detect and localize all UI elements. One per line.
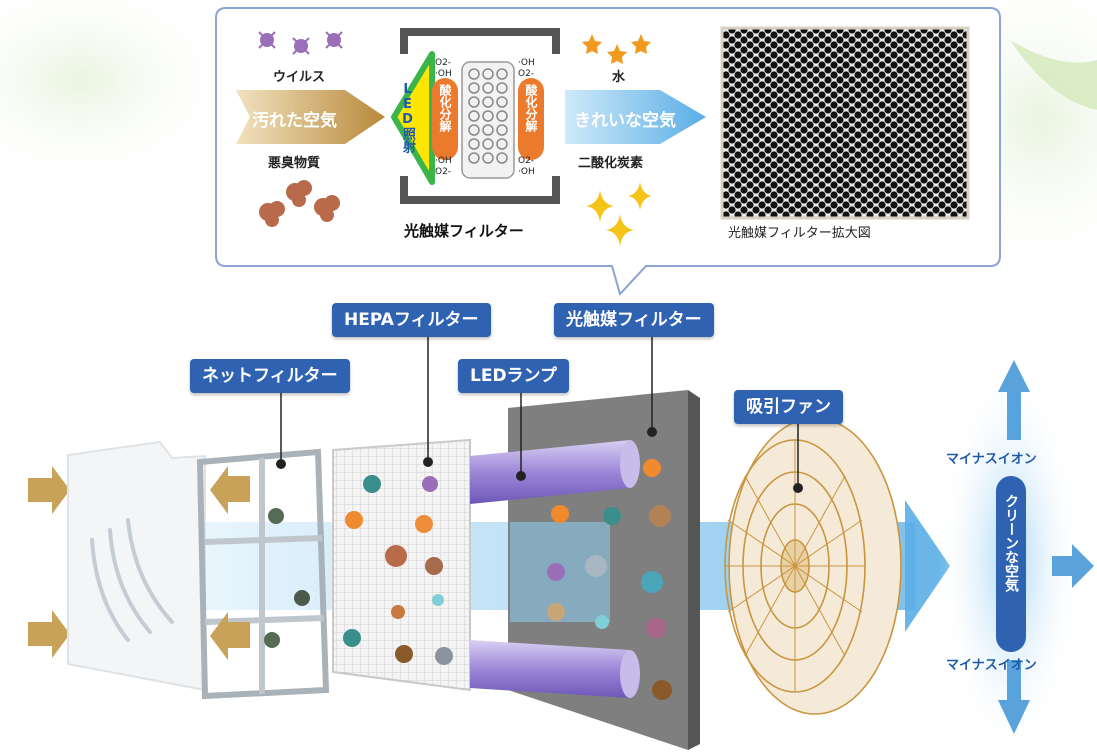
virus-label: ウイルス (273, 70, 326, 85)
virus-icons (258, 31, 343, 55)
radical-oh-bottom-right: ·OH (518, 167, 535, 177)
led-lamp-top (470, 440, 640, 504)
intake-arrows (28, 466, 70, 658)
radical-oh-bottom-left: ·OH (435, 156, 452, 166)
clean-air-arrow (565, 90, 706, 144)
decompose-capsule-right (518, 78, 544, 160)
minus-ion-top-label: マイナスイオン (946, 452, 1037, 467)
radical-oh-top-right: ·OH (518, 58, 535, 68)
filter-bracket (400, 28, 560, 204)
clean-air-pill (996, 476, 1026, 652)
odor-label: 悪臭物質 (268, 156, 321, 171)
suction-fan (724, 417, 902, 715)
radical-o2-bottom-right: O2- (518, 156, 535, 166)
suction-fan-label: 吸引ファン (734, 390, 843, 424)
decompose-label-right: 酸化分解 (524, 84, 538, 132)
led-irradiation-label: LED照射 (400, 82, 415, 153)
co2-label: 二酸化炭素 (578, 156, 644, 171)
dirty-air-label: 汚れた空気 (252, 111, 337, 131)
sparkle-icons (586, 182, 652, 246)
particle-icons (264, 459, 672, 700)
dirty-air-arrow (236, 90, 385, 144)
catalyst-grid (468, 68, 508, 164)
decompose-capsule-left (432, 78, 458, 160)
clean-air-output-label: クリーンな空気 (1003, 494, 1019, 592)
hepa-filter-label: HEPAフィルター (332, 303, 491, 337)
magnified-caption: 光触媒フィルター拡大図 (728, 226, 871, 241)
radical-o2-bottom-left: O2- (435, 167, 452, 177)
led-lamp-label: LEDランプ (458, 359, 570, 393)
radical-oh-top-left: ·OH (435, 69, 452, 79)
clean-air-label: きれいな空気 (574, 111, 676, 131)
odor-icons (259, 180, 340, 227)
photocatalyst-filter-label: 光触媒フィルター (554, 303, 714, 337)
water-stars (582, 34, 651, 64)
minus-ion-bottom-label: マイナスイオン (946, 658, 1037, 673)
decompose-label-left: 酸化分解 (438, 84, 452, 132)
photocatalyst-filter-caption: 光触媒フィルター (404, 222, 524, 240)
output-arrows (998, 360, 1094, 734)
magnified-filter-photo (720, 26, 970, 220)
radical-o2-top-right: O2- (518, 69, 535, 79)
net-filter-label: ネットフィルター (190, 359, 350, 393)
led-lamp-bottom (470, 640, 640, 698)
water-label: 水 (612, 70, 626, 85)
radical-o2-top-left: O2- (435, 58, 452, 68)
leader-lines (280, 336, 799, 487)
